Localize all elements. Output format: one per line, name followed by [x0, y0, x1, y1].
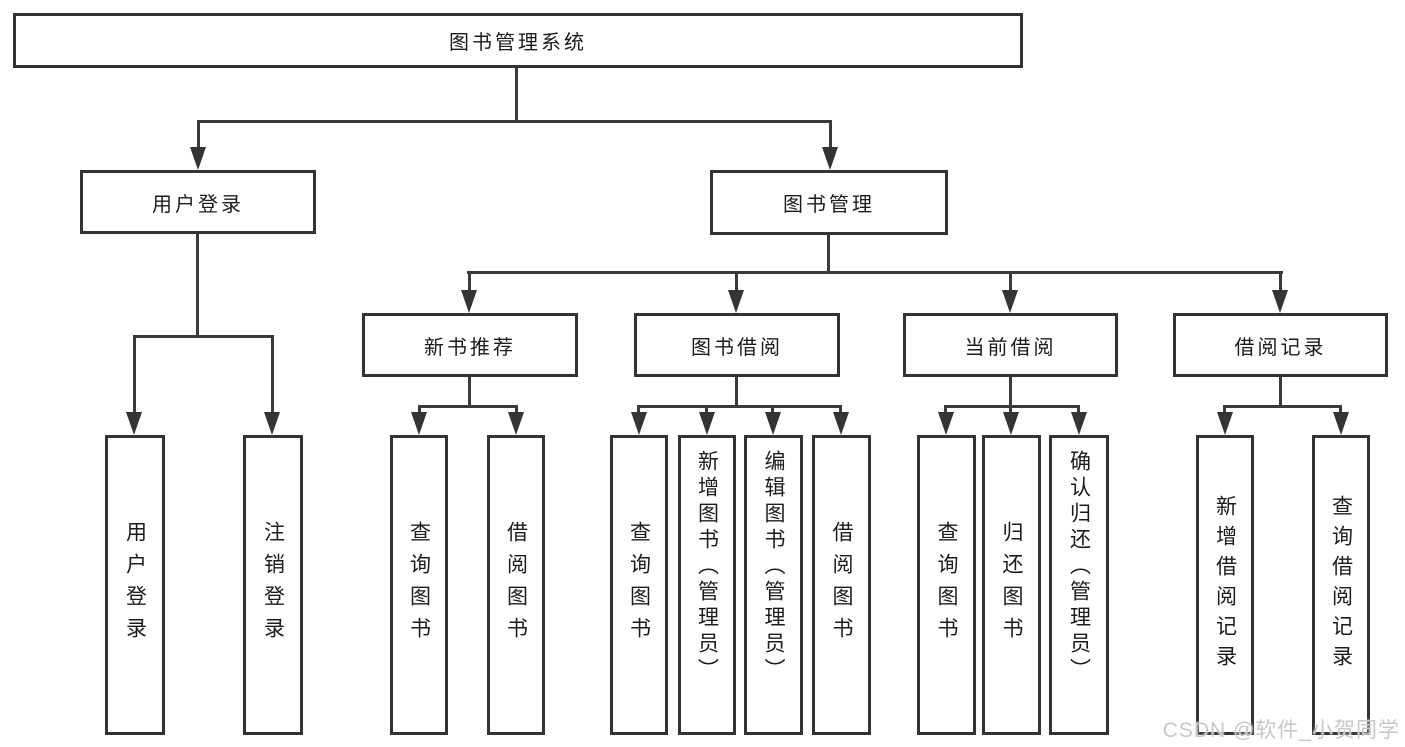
node-label: 借阅记录 — [1234, 336, 1327, 359]
connector-newbook-trunk — [468, 377, 471, 408]
leaf-query-books-recommend: 查询图书 — [390, 435, 448, 735]
node-book-borrow: 图书借阅 — [634, 313, 840, 377]
node-root-library-system: 图书管理系统 — [13, 13, 1023, 68]
arrowhead-leaf — [765, 412, 781, 435]
node-current-borrow: 当前借阅 — [903, 313, 1118, 377]
leaf-user-login: 用户登录 — [105, 435, 165, 735]
connector-bookborrow-trunk — [735, 377, 738, 408]
leaf-label: 借阅图书 — [504, 521, 528, 649]
connector-stub-leaf-login — [133, 335, 136, 413]
arrowhead-leaf — [1217, 412, 1233, 435]
arrowhead-book-borrow — [728, 290, 744, 313]
connector-stub-borrow-records — [1279, 271, 1282, 292]
leaf-add-book-admin: 新增图书（管理员） — [678, 435, 736, 735]
node-label: 用户登录 — [152, 193, 244, 216]
leaf-label: 借阅图书 — [830, 521, 853, 649]
leaf-query-books-current: 查询图书 — [917, 435, 976, 735]
leaf-label: 注销登录 — [261, 521, 285, 649]
connector-stub-user-login — [197, 120, 200, 149]
arrowhead-leaf-logout — [264, 412, 280, 435]
node-book-management: 图书管理 — [710, 170, 948, 235]
leaf-return-books: 归还图书 — [982, 435, 1041, 735]
connector-stub — [1077, 405, 1080, 415]
connector-currentborrow-trunk — [1009, 377, 1012, 408]
connector-stub — [1223, 405, 1226, 415]
leaf-label: 查询图书 — [627, 521, 651, 649]
connector-stub-current-borrow — [1009, 271, 1012, 292]
arrowhead-leaf — [1003, 412, 1019, 435]
connector-level1-hbar — [197, 120, 832, 123]
leaf-label: 归还图书 — [1000, 521, 1023, 649]
arrowhead-leaf-login — [126, 412, 142, 435]
node-label: 新书推荐 — [424, 336, 516, 359]
connector-stub-book-mgmt — [829, 120, 832, 149]
leaf-label: 查询借阅记录 — [1329, 495, 1353, 675]
leaf-add-borrow-record: 新增借阅记录 — [1196, 435, 1254, 735]
connector-root-trunk — [515, 68, 518, 122]
node-user-login: 用户登录 — [80, 170, 316, 234]
connector-level3-hbar — [467, 271, 1283, 274]
leaf-label: 查询图书 — [935, 521, 958, 649]
node-label: 图书借阅 — [691, 336, 783, 359]
arrowhead-user-login — [190, 147, 206, 170]
node-borrow-records: 借阅记录 — [1173, 313, 1388, 377]
leaf-label: 确认归还（管理员） — [1067, 450, 1091, 684]
connector-bookmgmt-trunk — [827, 235, 830, 273]
connector-stub-leaf-logout — [271, 335, 274, 413]
leaf-label: 新增借阅记录 — [1213, 495, 1237, 675]
connector-records-trunk — [1279, 377, 1282, 408]
arrowhead-borrow-records — [1272, 290, 1288, 313]
connector-userlogin-hbar — [133, 335, 274, 338]
connector-stub — [515, 405, 518, 415]
leaf-label: 用户登录 — [123, 521, 147, 649]
leaf-label: 编辑图书（管理员） — [762, 450, 785, 684]
connector-stub — [1009, 405, 1012, 415]
leaf-query-books-borrow: 查询图书 — [610, 435, 668, 735]
connector-stub — [839, 405, 842, 415]
arrowhead-current-borrow — [1002, 290, 1018, 313]
connector-stub — [944, 405, 947, 415]
arrowhead-leaf — [631, 412, 647, 435]
connector-bookborrow-hbar — [638, 405, 842, 408]
connector-stub-new-book — [468, 271, 471, 292]
leaf-confirm-return-admin: 确认归还（管理员） — [1049, 435, 1109, 735]
connector-currentborrow-hbar — [945, 405, 1080, 408]
arrowhead-leaf — [938, 412, 954, 435]
arrowhead-leaf — [1071, 412, 1087, 435]
leaf-label: 查询图书 — [407, 521, 431, 649]
connector-stub-book-borrow — [735, 271, 738, 292]
connector-newbook-hbar — [418, 405, 518, 408]
node-label: 图书管理 — [783, 194, 875, 216]
csdn-watermark: CSDN @软件_小贺同学 — [1162, 719, 1400, 742]
arrowhead-leaf — [833, 412, 849, 435]
connector-stub — [1339, 405, 1342, 415]
leaf-logout: 注销登录 — [243, 435, 303, 735]
arrowhead-leaf — [699, 412, 715, 435]
connector-records-hbar — [1224, 405, 1342, 408]
leaf-borrow-books-recommend: 借阅图书 — [487, 435, 545, 735]
connector-stub — [705, 405, 708, 415]
node-new-book-recommend: 新书推荐 — [362, 313, 578, 377]
connector-stub — [418, 405, 421, 415]
node-label: 图书管理系统 — [449, 32, 587, 54]
arrowhead-leaf — [508, 412, 524, 435]
arrowhead-book-mgmt — [822, 147, 838, 170]
arrowhead-leaf — [1333, 412, 1349, 435]
arrowhead-leaf — [411, 412, 427, 435]
node-label: 当前借阅 — [964, 336, 1057, 359]
leaf-query-borrow-record: 查询借阅记录 — [1312, 435, 1370, 735]
leaf-label: 新增图书（管理员） — [695, 450, 719, 684]
connector-stub — [771, 405, 774, 415]
leaf-borrow-books: 借阅图书 — [812, 435, 871, 735]
arrowhead-new-book — [461, 290, 477, 313]
connector-userlogin-trunk — [196, 234, 199, 338]
connector-stub — [637, 405, 640, 415]
leaf-edit-book-admin: 编辑图书（管理员） — [744, 435, 803, 735]
